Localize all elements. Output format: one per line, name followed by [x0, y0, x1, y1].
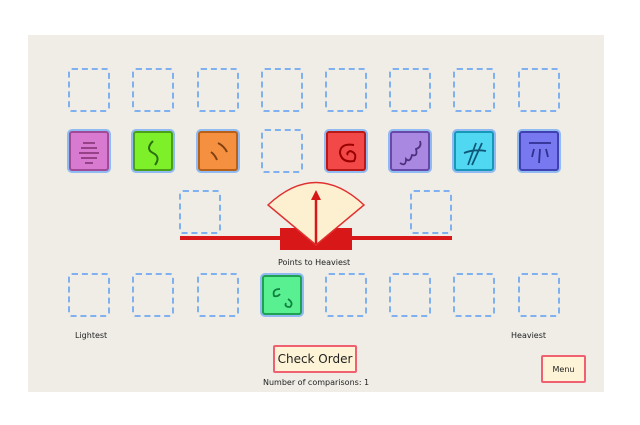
order-slot[interactable]	[518, 273, 560, 317]
circles-symbol-icon	[272, 288, 293, 308]
squiggle-symbol-icon	[148, 140, 159, 166]
top-slot[interactable]	[518, 68, 560, 112]
top-slot[interactable]	[261, 68, 303, 112]
weight-tile[interactable]	[133, 131, 173, 171]
weight-tile[interactable]	[390, 131, 430, 171]
cross-symbol-icon	[463, 142, 487, 166]
weight-tile[interactable]	[198, 131, 238, 171]
left-pan-slot[interactable]	[179, 190, 221, 234]
scale-caption: Points to Heaviest	[278, 258, 351, 267]
lightest-label: Lightest	[75, 331, 108, 340]
weight-tile[interactable]	[454, 131, 494, 171]
weight-tile[interactable]	[326, 131, 366, 171]
empty-tile-slot[interactable]	[261, 129, 303, 173]
order-slot[interactable]	[453, 273, 495, 317]
menu-button[interactable]: Menu	[541, 355, 586, 383]
weight-tile[interactable]	[262, 275, 302, 315]
strokes-symbol-icon	[210, 142, 228, 161]
top-slot[interactable]	[132, 68, 174, 112]
needle-arrow-icon	[311, 190, 321, 200]
wave-symbol-icon	[399, 140, 422, 166]
heaviest-label: Heaviest	[511, 331, 547, 340]
bars-symbol-icon	[529, 142, 551, 164]
top-slot[interactable]	[68, 68, 110, 112]
top-slot[interactable]	[197, 68, 239, 112]
right-pan-slot[interactable]	[410, 190, 452, 234]
weight-tile[interactable]	[519, 131, 559, 171]
top-slot[interactable]	[389, 68, 431, 112]
order-slot[interactable]	[325, 273, 367, 317]
top-slot[interactable]	[325, 68, 367, 112]
weight-tile[interactable]	[69, 131, 109, 171]
order-slot[interactable]	[389, 273, 431, 317]
spiral-symbol-icon	[338, 143, 357, 163]
comparisons-count: Number of comparisons: 1	[263, 378, 370, 387]
lines-symbol-icon	[79, 142, 99, 164]
check-order-button[interactable]: Check Order	[273, 345, 357, 373]
order-slot[interactable]	[68, 273, 110, 317]
order-slot[interactable]	[197, 273, 239, 317]
order-slot[interactable]	[132, 273, 174, 317]
top-slot[interactable]	[453, 68, 495, 112]
